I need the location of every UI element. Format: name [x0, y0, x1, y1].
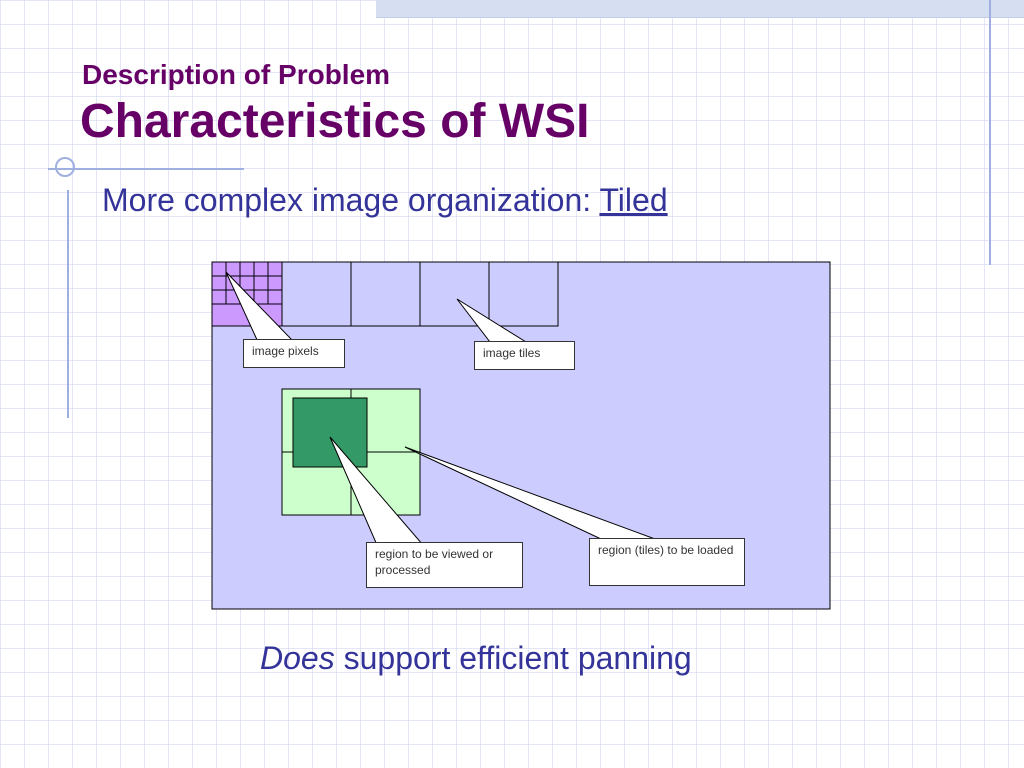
decorative-circle-icon	[55, 157, 75, 177]
slide-subtitle: Description of Problem	[82, 59, 391, 90]
callout-image-tiles: image tiles	[474, 341, 575, 370]
decorative-vertical-line-left	[67, 190, 69, 418]
decorative-vertical-line-right	[989, 0, 991, 265]
bottom-italic: Does	[260, 640, 335, 676]
bottom-rest: support efficient panning	[334, 640, 692, 676]
bullet-text: More complex image organization: Tiled	[102, 182, 668, 219]
callout-region-view: region to be viewed or processed	[366, 542, 523, 588]
tile	[488, 261, 559, 327]
decorative-horizontal-line	[48, 168, 244, 170]
bullet-prefix: More complex image organization:	[102, 182, 600, 218]
callout-image-pixels: image pixels	[243, 339, 345, 368]
tiled-link[interactable]: Tiled	[599, 182, 668, 218]
header-band	[376, 0, 1024, 18]
bottom-caption: Does support efficient panning	[260, 640, 692, 677]
region-view	[292, 397, 368, 468]
slide-title: Characteristics of WSI	[80, 95, 590, 148]
callout-region-load: region (tiles) to be loaded	[589, 538, 745, 586]
